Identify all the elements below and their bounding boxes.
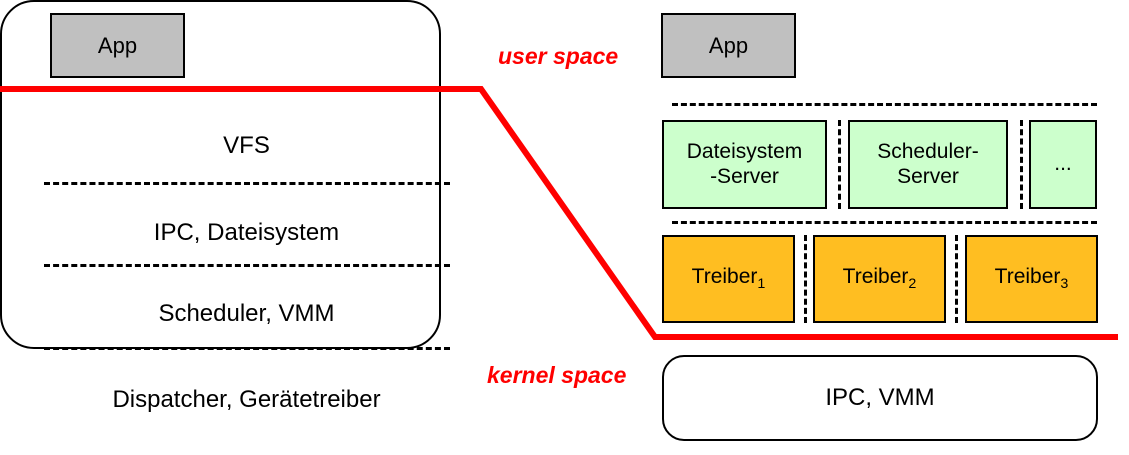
server-box-ellipsis-label: ... (1054, 152, 1072, 176)
mono-separator-1 (44, 182, 450, 185)
micro-driver-divider-2 (955, 235, 958, 323)
microkernel-core-label: IPC, VMM (825, 384, 935, 412)
mono-layer-ipc-dateisystem-label: IPC, Dateisystem (153, 219, 340, 246)
driver-box-2: Treiber2 (813, 235, 946, 323)
microkernel-core-box: IPC, VMM (662, 355, 1098, 441)
mono-layer-dispatcher-geraetetreiber: Dispatcher, Gerätetreiber (28, 386, 465, 414)
driver-box-1: Treiber1 (662, 235, 795, 323)
mono-layer-ipc-dateisystem: IPC, Dateisystem (28, 219, 465, 247)
app-label-microkernel: App (708, 32, 749, 58)
app-box-monolithic: App (50, 13, 185, 78)
mono-separator-3 (44, 347, 450, 350)
driver-box-2-label: Treiber2 (842, 265, 917, 293)
kernel-space-label: kernel space (487, 362, 627, 388)
server-box-dateisystem-label: Dateisystem -Server (686, 140, 803, 188)
driver-box-1-label: Treiber1 (691, 265, 766, 293)
server-box-dateisystem: Dateisystem -Server (662, 120, 827, 209)
driver-box-3: Treiber3 (965, 235, 1098, 323)
mono-separator-2 (44, 264, 450, 267)
micro-driver-divider-1 (804, 235, 807, 323)
mono-layer-dispatcher-geraetetreiber-label: Dispatcher, Gerätetreiber (112, 386, 381, 413)
user-space-label: user space (498, 43, 619, 69)
app-box-microkernel: App (661, 13, 796, 78)
driver-box-3-label: Treiber3 (994, 265, 1069, 293)
mono-layer-scheduler-vmm: Scheduler, VMM (28, 300, 465, 328)
app-label-monolithic: App (97, 32, 138, 58)
micro-server-divider-1 (838, 120, 841, 209)
mono-layer-vfs: VFS (28, 132, 465, 160)
server-box-ellipsis: ... (1029, 120, 1097, 209)
micro-server-divider-2 (1020, 120, 1023, 209)
server-box-scheduler-label: Scheduler- Server (877, 140, 979, 188)
micro-separator-above-servers (672, 103, 1097, 106)
server-box-scheduler: Scheduler- Server (848, 120, 1008, 209)
mono-layer-vfs-label: VFS (223, 132, 270, 159)
micro-separator-below-servers (672, 221, 1097, 224)
mono-layer-scheduler-vmm-label: Scheduler, VMM (158, 300, 335, 327)
